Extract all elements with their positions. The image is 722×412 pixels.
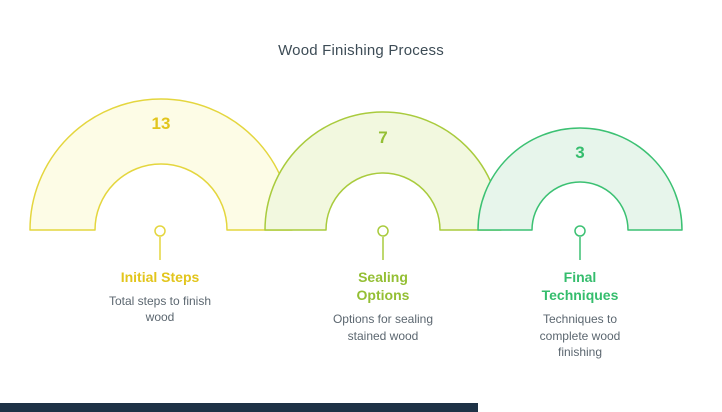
step-description-1: Total steps to finish wood	[108, 294, 212, 325]
step-label-1: Initial Steps	[120, 269, 200, 285]
arch-shape-3	[477, 127, 683, 231]
arch-step-3	[477, 127, 683, 231]
step-value-1: 13	[151, 114, 171, 133]
marker-pin-3	[574, 225, 586, 260]
step-column-2: Sealing Options Options for sealing stai…	[298, 268, 468, 344]
step-description-2: Options for sealing stained wood	[332, 312, 434, 343]
step-column-1: Initial Steps Total steps to finish wood	[75, 268, 245, 326]
marker-circle-icon	[377, 225, 389, 237]
marker-circle-icon	[574, 225, 586, 237]
step-description-3: Techniques to complete wood finishing	[539, 312, 621, 359]
page-title: Wood Finishing Process	[278, 42, 444, 59]
marker-pin-2	[377, 225, 389, 260]
step-label-3: Final Techniques	[541, 269, 619, 304]
bottom-bar	[0, 403, 478, 412]
marker-pin-1	[154, 225, 166, 260]
step-label-2: Sealing Options	[356, 269, 410, 304]
step-value-3: 3	[575, 143, 585, 162]
step-value-2: 7	[378, 128, 388, 147]
step-column-3: Final Techniques Techniques to complete …	[495, 268, 665, 360]
marker-circle-icon	[154, 225, 166, 237]
